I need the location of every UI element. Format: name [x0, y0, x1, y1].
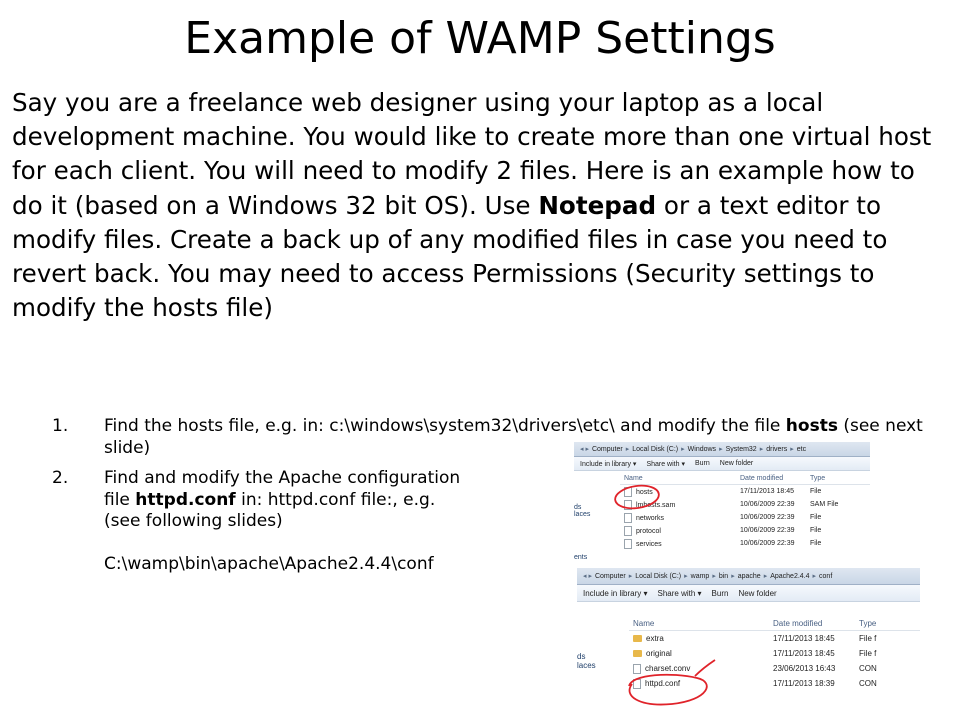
nav-pane: ds laces [577, 652, 619, 670]
column-header: Name Date modified Type [620, 472, 870, 485]
share-with-button: Share with ▾ [657, 588, 702, 598]
slide-title: Example of WAMP Settings [184, 13, 776, 64]
step-number: 2. [52, 468, 69, 488]
step-text: Find the hosts file, e.g. in: c:\windows… [104, 416, 786, 436]
intro-text-1: Say you are a freelance web designer usi… [12, 88, 932, 220]
intro-paragraph: Say you are a freelance web designer usi… [12, 86, 947, 325]
step-1: 1. Find the hosts file, e.g. in: c:\wind… [52, 416, 952, 459]
burn-button: Burn [711, 588, 729, 598]
nav-item: laces [574, 511, 591, 518]
steps-list: 1. Find the hosts file, e.g. in: c:\wind… [52, 416, 952, 576]
step-2: 2. Find and modify the Apache configurat… [52, 468, 464, 576]
explorer-conf-screenshot: ◂ ▸ Computer▸ Local Disk (C:)▸ wamp▸ bin… [577, 568, 920, 708]
folder-icon [633, 650, 642, 658]
address-bar: ◂ ▸ Computer▸ Local Disk (C:)▸ wamp▸ bin… [577, 568, 920, 585]
crumb: System32 [725, 445, 757, 453]
crumb: Computer [594, 572, 626, 580]
include-library-button: Include in library ▾ [580, 460, 637, 468]
file-icon [624, 538, 632, 549]
crumb: Windows [687, 445, 717, 453]
nav-item: ents [574, 554, 588, 560]
crumb: bin [718, 572, 729, 580]
step-bold: hosts [785, 416, 838, 436]
crumb: Local Disk (C:) [635, 572, 682, 580]
address-bar: ◂ ▸ Computer▸ Local Disk (C:)▸ Windows▸ … [574, 442, 870, 457]
new-folder-button: New folder [738, 588, 777, 598]
step-number: 1. [52, 416, 69, 436]
explorer-etc-screenshot: ◂ ▸ Computer▸ Local Disk (C:)▸ Windows▸ … [574, 442, 870, 560]
step-text: Find and modify the Apache configuration… [104, 468, 461, 510]
toolbar: Include in library ▾ Share with ▾ Burn N… [577, 585, 920, 602]
toolbar: Include in library ▾ Share with ▾ Burn N… [574, 457, 870, 471]
crumb: conf [819, 572, 833, 580]
crumb: Computer [591, 445, 623, 453]
intro-bold-notepad: Notepad [538, 190, 657, 220]
burn-button: Burn [694, 460, 710, 467]
apache-conf-path: C:\wamp\bin\apache\Apache2.4.4\conf [104, 554, 434, 574]
nav-item: ds [577, 652, 586, 661]
file-icon [624, 512, 632, 523]
crumb: Local Disk (C:) [632, 445, 679, 453]
column-header: Name Date modified Type [629, 616, 920, 631]
nav-item: laces [577, 661, 596, 670]
crumb: etc [796, 445, 807, 453]
nav-pane: ds laces ents [574, 504, 616, 560]
file-icon [624, 499, 632, 510]
nav-item: ds [574, 504, 582, 511]
step-text-after: (see next slide) [104, 416, 923, 458]
highlight-ring-hosts [614, 484, 660, 510]
crumb: Apache2.4.4 [770, 572, 810, 580]
share-with-button: Share with ▾ [646, 460, 685, 468]
highlight-ring-httpd [628, 659, 716, 706]
crumb: apache [737, 572, 761, 580]
folder-icon [633, 635, 642, 643]
new-folder-button: New folder [719, 460, 754, 467]
crumb: drivers [766, 445, 788, 453]
file-icon [633, 663, 641, 674]
intro-text-2: or a text editor to modify files. Create… [12, 190, 888, 323]
file-icon [624, 525, 632, 536]
include-library-button: Include in library ▾ [583, 588, 648, 598]
step-text-after: in: httpd.conf file:, e.g. (see followin… [104, 489, 436, 532]
crumb: wamp [690, 572, 710, 580]
step-bold: httpd.conf [135, 489, 236, 510]
